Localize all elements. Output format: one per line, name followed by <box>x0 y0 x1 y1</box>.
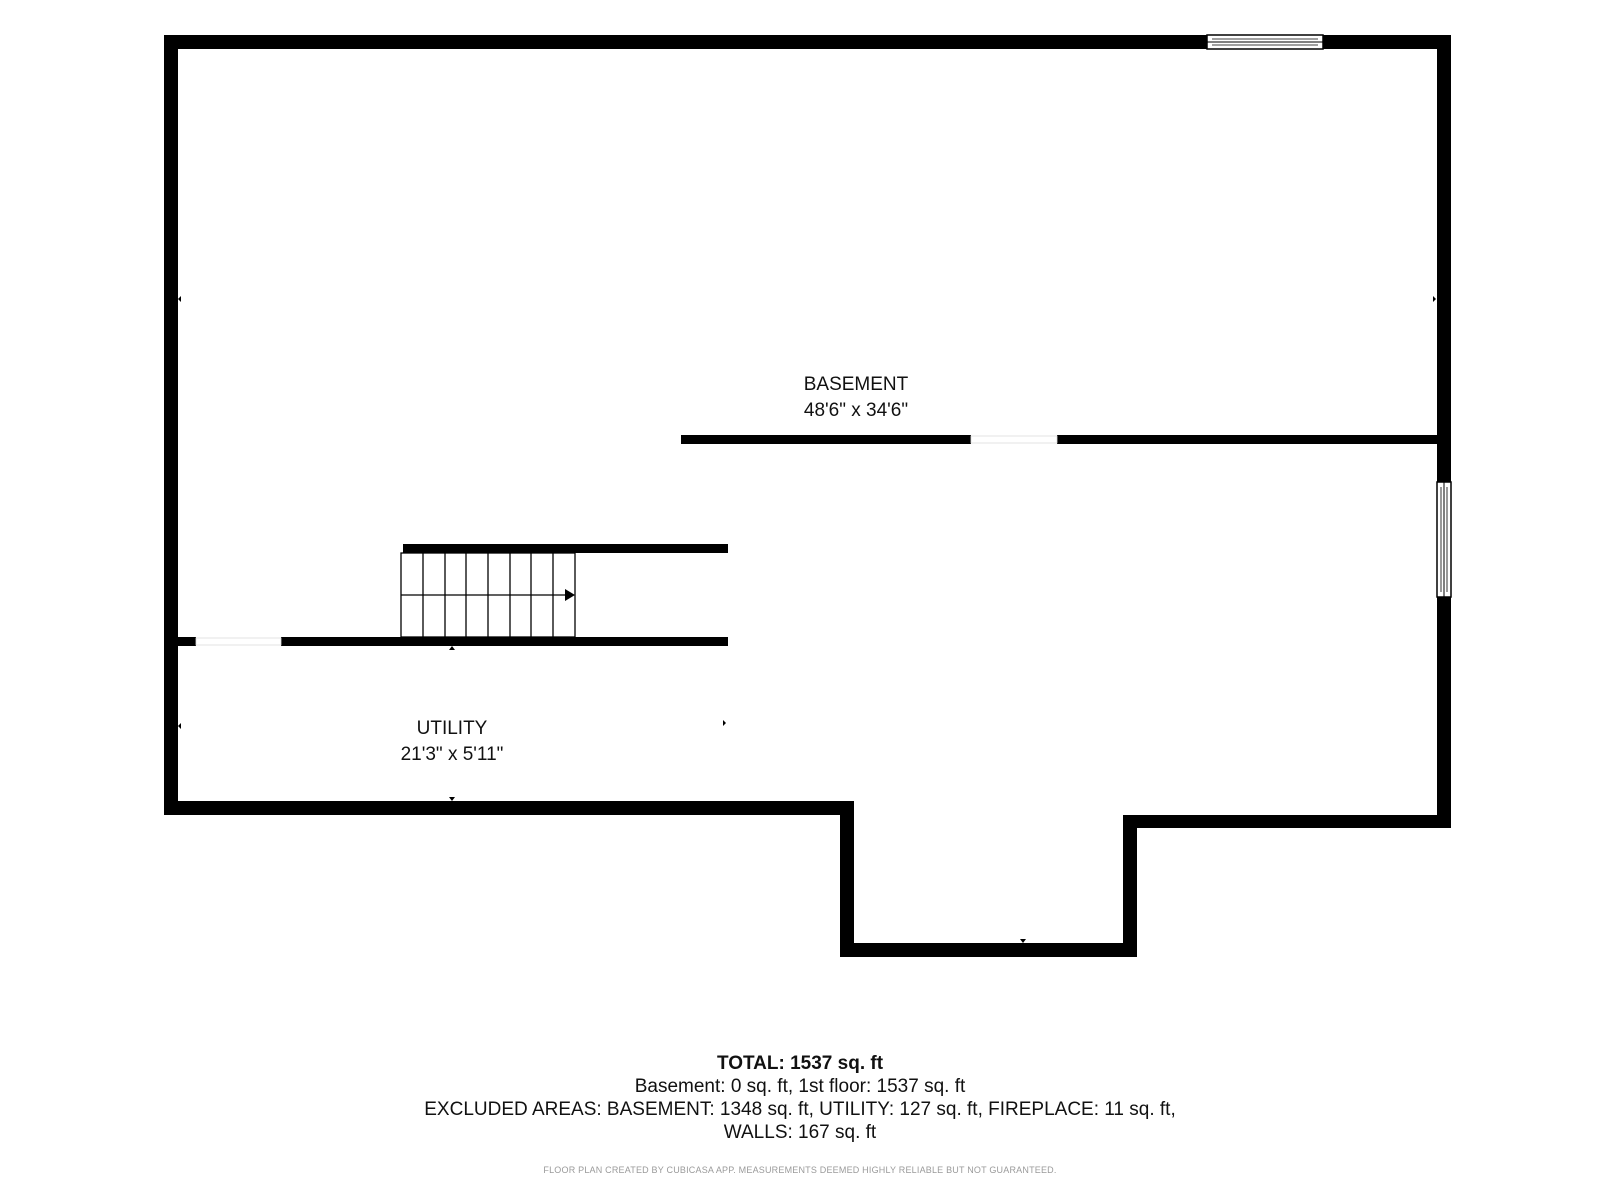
exterior-walls <box>164 35 1451 957</box>
basement-room-name: BASEMENT <box>804 374 909 395</box>
stairs <box>400 552 576 638</box>
excluded-areas: EXCLUDED AREAS: BASEMENT: 1348 sq. ft, U… <box>424 1099 1176 1120</box>
total-area: TOTAL: 1537 sq. ft <box>716 1053 884 1074</box>
walls-area: WALLS: 167 sq. ft <box>723 1122 877 1143</box>
basement-room-dimensions: 48'6" x 34'6" <box>804 400 908 421</box>
interior-walls <box>178 435 1437 646</box>
door-openings <box>195 435 1058 646</box>
dimension-markers <box>178 45 1436 943</box>
utility-room-name: UTILITY <box>417 718 488 739</box>
floor-breakdown: Basement: 0 sq. ft, 1st floor: 1537 sq. … <box>634 1076 966 1097</box>
stairs-direction-arrow-icon <box>565 589 575 601</box>
area-summary: TOTAL: 1537 sq. ft Basement: 0 sq. ft, 1… <box>0 1052 1600 1144</box>
window-top <box>1206 34 1324 50</box>
utility-room-dimensions: 21'3" x 5'11" <box>401 744 504 765</box>
disclaimer: FLOOR PLAN CREATED BY CUBICASA APP. MEAS… <box>543 1165 1057 1175</box>
window-right <box>1436 481 1452 598</box>
